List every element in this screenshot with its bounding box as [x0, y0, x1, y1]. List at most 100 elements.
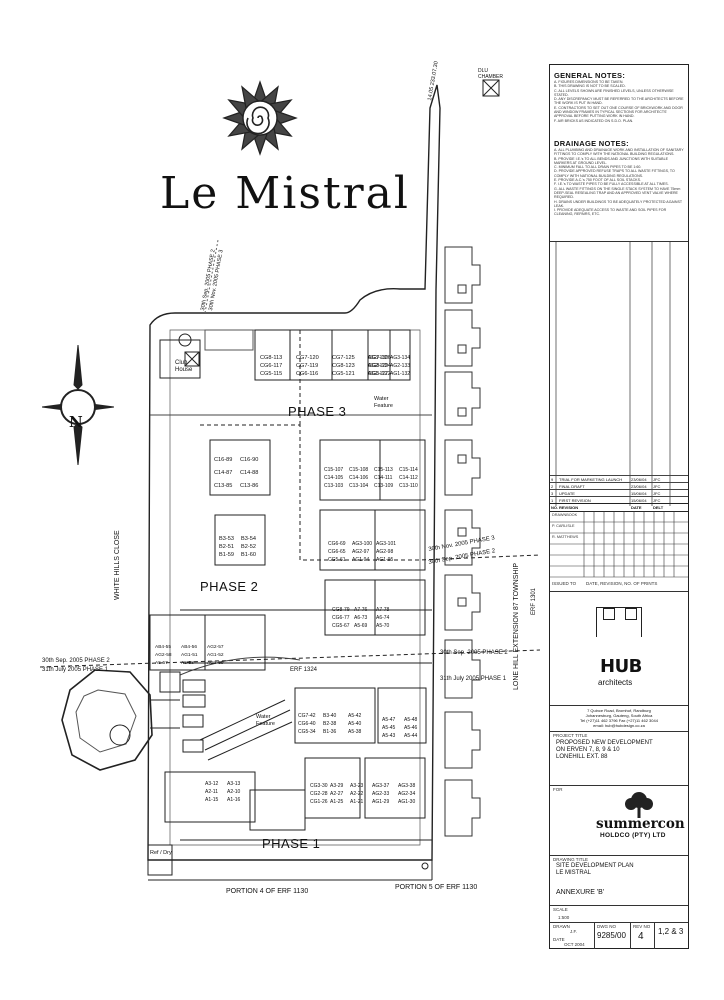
unit-label: AB4-55	[155, 645, 171, 650]
units-phase1-b-block: A5-47 A5-48 A5-45 A5-46 A5-43 A5-44	[382, 716, 426, 740]
unit-label: CG8-123	[332, 363, 355, 369]
erf-label: ERF 1301	[531, 587, 537, 615]
phase-line-label: 31th July 2005 PHASE 1	[440, 676, 507, 682]
revision-by: JFC	[653, 498, 661, 503]
road-label: LONE HILL EXTENSION 87 TOWNSHIP	[513, 562, 520, 690]
phase-3-label: PHASE 3	[288, 404, 347, 419]
unit-label: AG3-59	[207, 661, 224, 666]
unit-label: AG3-38	[398, 783, 416, 789]
unit-label: CG6-69	[328, 541, 346, 547]
drainage-notes-heading: DRAINAGE NOTES:	[554, 139, 629, 148]
unit-label: CG6-65	[328, 549, 346, 555]
note-line: I. PROVIDE ADEQUATE ACCESS TO WASTE AND …	[554, 208, 667, 217]
clubhouse-label: Club House	[175, 360, 193, 373]
drawing-title-label: DRAWING TITLE	[553, 857, 589, 862]
unit-label: A2-11	[205, 789, 218, 795]
note-line: F. AIR BRICKS AS INDICATED ON S.D.O. PLA…	[554, 118, 634, 123]
unit-label: C13-86	[240, 483, 259, 489]
issue-name: P. CARLISLE	[552, 524, 575, 528]
unit-label: C15-113	[374, 467, 393, 473]
unit-label: CG7-125	[332, 355, 355, 361]
rev-header-delt: DELT	[653, 505, 664, 510]
revision-desc: FINAL DRAFT	[559, 484, 585, 489]
dlu-chamber-label: DLU CHAMBER	[478, 68, 504, 80]
unit-label: C13-85	[214, 483, 233, 489]
unit-label: AG3-134	[390, 355, 411, 361]
meta-divider	[654, 922, 655, 949]
units-phase1-d-block: A3-12 A3-13 A2-11 A2-10 A1-15 A1-16	[205, 780, 249, 804]
client-subtitle: HOLDCO (PTY) LTD	[600, 832, 666, 839]
unit-label: C15-114	[399, 467, 418, 473]
unit-label: C14-112	[399, 475, 418, 481]
revision-by: JFC	[653, 484, 661, 489]
unit-label: AG1-127	[368, 371, 389, 377]
units-phase1-c-block: CG3-30 A3-29 A3-23 CG2-28 A2-27 A2-22 CG…	[310, 782, 370, 806]
unit-label: AG3-130	[368, 355, 389, 361]
unit-label: CG8-113	[260, 355, 283, 361]
sun-logo	[222, 80, 298, 156]
rev-header-date: DATE	[631, 505, 642, 510]
sheet-value: 1,2 & 3	[658, 927, 684, 936]
issue-grid	[550, 511, 688, 578]
unit-label: A7-78	[376, 607, 390, 613]
unit-label: CG3-30	[310, 783, 328, 789]
unit-label: A3-29	[330, 783, 344, 789]
note-line: B. THIS DRAWING IS NOT TO BE SCALED.	[554, 84, 626, 89]
unit-label: A6-73	[354, 615, 368, 621]
page-title: Le Mistral	[160, 168, 410, 219]
unit-label: C14-105	[324, 475, 344, 481]
dwg-label: DWG NO	[597, 924, 616, 929]
issued-to-label: ISSUED TO	[552, 581, 577, 586]
revision-by: JFC	[653, 491, 661, 496]
revision-date: 15/06/04	[631, 491, 647, 496]
unit-label: AG2-57	[207, 645, 224, 650]
title-block: GENERAL NOTES: A. FIGURES DIMENSIONS TO …	[549, 64, 689, 949]
unit-label: AG1-29	[372, 799, 390, 805]
scale-label: SCALE	[553, 907, 568, 912]
units-phase1-e-block: AG3-37 AG3-38 AG2-33 AG2-34 AG1-29 AG1-3…	[372, 782, 424, 806]
dwg-value: 9285/00	[597, 931, 626, 940]
unit-label: A5-47	[382, 717, 396, 723]
unit-label: A5-42	[348, 713, 362, 719]
note-line: D. ANY DISCREPANCY MUST BE REFERRED TO T…	[554, 97, 684, 106]
unit-label: C13-104	[349, 483, 369, 489]
unit-label: A5-45	[382, 725, 396, 731]
unit-label: A5-40	[348, 721, 362, 727]
unit-label: CG6-116	[296, 371, 319, 377]
revision-desc: UPDATE	[559, 491, 575, 496]
revision-no: 1	[551, 498, 554, 503]
unit-label: CG7-120	[296, 355, 319, 361]
phase-line-label: 31th July 2005 PHASE 1	[42, 667, 109, 673]
phase-line-label: 30th Sep. 2005 PHASE 2	[42, 658, 110, 664]
project-line: PROPOSED NEW DEVELOPMENT	[556, 740, 653, 746]
units-cg-block: CG8-113 CG7-120 CG7-125 CG7-126 CG6-117 …	[260, 354, 410, 378]
unit-label: AG2-129	[368, 363, 389, 369]
unit-label: A3-23	[350, 783, 364, 789]
drawn-label: DRAWN	[553, 924, 570, 929]
unit-label: AG1-95	[376, 557, 394, 563]
address-line: Tel (+27)11 462 3796 Fax (+27)11 462 304…	[580, 718, 658, 723]
unit-label: CG6-40	[298, 721, 316, 727]
issued-desc-label: DATE, REVISION, NO. OF PRINTS	[586, 581, 658, 586]
unit-label: AG2-34	[398, 791, 416, 797]
units-phase2-block: AB4-55 AB4-56 AG2-57 AG2-58 AG1-51 AG1-5…	[155, 644, 233, 668]
unit-label: CG1-26	[310, 799, 328, 805]
unit-label: B2-51	[219, 544, 234, 550]
unit-label: CG7-119	[296, 363, 319, 369]
architect-address: 7 Quince Road, Bromhof, Randburg Johanne…	[554, 708, 684, 728]
architect-subtitle: architects	[598, 678, 633, 687]
erf-label: ERF 1324	[290, 667, 318, 673]
note-line: H. DRAINS UNDER BUILDINGS TO BE ADEQUATE…	[554, 199, 683, 208]
unit-label: C14-111	[374, 475, 393, 481]
units-phase1-a-block: CG7-42 B3-40 A5-42 CG6-40 B2-38 A5-40 CG…	[298, 712, 373, 736]
unit-label: C13-110	[399, 483, 418, 489]
unit-label: B2-38	[323, 721, 337, 727]
units-ag-block: AG3-130 AG3-134 AG2-129 AG2-133 AG1-127 …	[368, 354, 412, 378]
unit-label: A1-15	[205, 797, 219, 803]
unit-label: C15-107	[324, 467, 344, 473]
annexure-label: ANNEXURE 'B'	[556, 889, 605, 896]
note-line: A. FIGURES DIMENSIONS TO BE TAKEN.	[554, 80, 624, 84]
rev-value: 4	[638, 931, 644, 942]
unit-label: A6-74	[376, 615, 390, 621]
